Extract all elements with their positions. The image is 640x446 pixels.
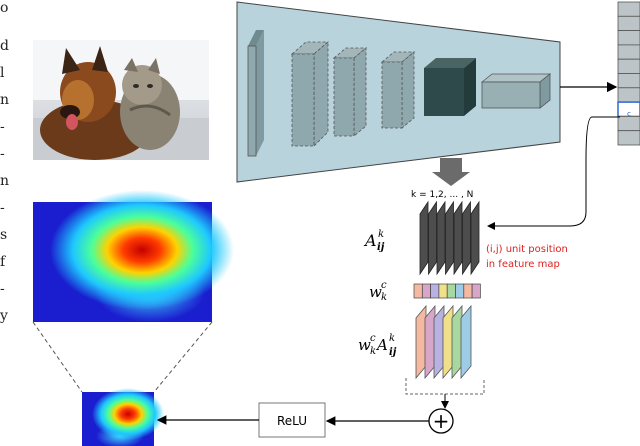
weight-cell: [471, 283, 481, 299]
weighted-map-sheet: [433, 304, 445, 380]
weighted-map-sheet: [460, 304, 472, 380]
margin-char: f: [0, 254, 6, 270]
output-vector: [617, 1, 640, 146]
weight-cell: [430, 283, 440, 299]
weighted-map-sheet: [451, 304, 463, 380]
relu-box: ReLU: [258, 402, 326, 438]
margin-char: -: [0, 146, 5, 162]
unit-position-line1: (i,j) unit position: [486, 244, 568, 255]
output-cell: [617, 73, 640, 89]
output-unit-label: c: [627, 110, 631, 118]
output-cell: [617, 1, 640, 17]
margin-char: s: [0, 227, 8, 243]
conv-layer-3: [332, 47, 368, 137]
conv-layer-final: [424, 58, 476, 116]
weight-cell: [413, 283, 423, 299]
pooled-layer: [480, 73, 552, 109]
feature-map-sheet: [470, 200, 480, 276]
weighted-sup-w: c: [370, 333, 376, 344]
weight-cell: [446, 283, 456, 299]
margin-char: -: [0, 281, 5, 297]
feature-map-sheet: [428, 200, 437, 276]
margin-char: n: [0, 92, 10, 108]
output-cell: [617, 130, 640, 146]
weighted-map-sheet: [415, 304, 427, 380]
feature-map-stack: [419, 200, 480, 276]
weighted-sub-a: ij: [389, 347, 397, 358]
weighted-sub-w: k: [370, 346, 376, 357]
sum-symbol: +: [433, 409, 450, 433]
weight-cell: [455, 283, 465, 299]
feature-maps-sub: ij: [377, 242, 385, 253]
output-cell: [617, 30, 640, 46]
weight-cell: [421, 283, 431, 299]
feature-map-sheet: [436, 200, 446, 276]
conv-layer-2: [290, 41, 330, 147]
conv-layer-1: [247, 30, 264, 157]
margin-char: l: [0, 65, 5, 81]
dog-cat-photo: [33, 40, 209, 160]
margin-char: d: [0, 38, 9, 54]
output-cell: [617, 44, 640, 60]
feature-maps-symbol: A: [363, 231, 377, 250]
margin-char: -: [0, 119, 5, 135]
feature-map-sheet: [445, 200, 454, 276]
weighted-symbol-a: A: [375, 336, 388, 354]
feature-maps-sup: k: [378, 229, 384, 240]
feature-map-sheet: [453, 200, 463, 276]
heatmap-large: [33, 190, 234, 322]
weight-vector: [413, 283, 481, 299]
cnn-backbone: [236, 1, 561, 183]
weight-cell: [463, 283, 473, 299]
feature-map-sheet: [462, 200, 471, 276]
weights-sub: k: [381, 292, 387, 303]
weighted-sup-a: k: [389, 333, 395, 344]
margin-char: o: [0, 0, 9, 16]
k-range-label: k = 1,2, ... , N: [411, 190, 473, 200]
weights-symbol: w: [369, 283, 382, 301]
margin-char: y: [0, 308, 8, 324]
relu-label: ReLU: [277, 414, 307, 428]
zoom-line-right: [153, 321, 213, 393]
output-cell: [617, 15, 640, 31]
weights-sup: c: [381, 280, 387, 291]
conv-layer-4: [380, 51, 416, 129]
weighted-map-stack: [415, 304, 472, 380]
heatmap-small: [82, 388, 164, 446]
zoom-line-left: [32, 321, 83, 393]
margin-char: n: [0, 173, 10, 189]
margin-char: -: [0, 200, 5, 216]
unit-position-line2: in feature map: [486, 259, 560, 270]
output-cell: [617, 116, 640, 132]
output-cell: [617, 58, 640, 74]
sum-bracket: [405, 378, 485, 395]
output-cell: [617, 87, 640, 103]
down-arrow-icon: [432, 158, 470, 186]
weighted-symbol-w: w: [358, 336, 371, 354]
weight-cell: [438, 283, 448, 299]
feature-map-sheet: [419, 200, 429, 276]
weighted-map-sheet: [442, 304, 454, 380]
weighted-map-sheet: [424, 304, 436, 380]
arrow-unit-to-maps: [487, 116, 620, 230]
plus-circle-icon: +: [428, 408, 454, 434]
